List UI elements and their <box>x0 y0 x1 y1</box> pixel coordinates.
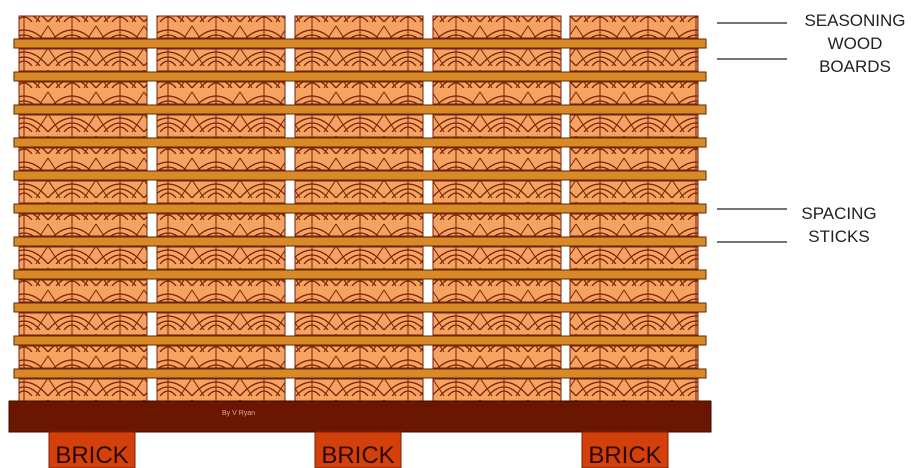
spacing-stick <box>14 303 706 312</box>
boards-label-line-3: BOARDS <box>819 57 891 76</box>
wood-board <box>157 82 285 104</box>
wood-board <box>433 379 561 401</box>
wood-board <box>433 115 561 137</box>
wood-board <box>295 148 423 170</box>
spacing-stick <box>14 171 706 180</box>
sticks-label: SPACING STICKS <box>801 204 876 246</box>
wood-board <box>295 82 423 104</box>
credit-text: By V Ryan <box>222 410 255 417</box>
wood-board <box>157 247 285 269</box>
wood-board <box>157 313 285 335</box>
wood-board <box>19 115 147 137</box>
wood-board <box>157 214 285 236</box>
spacing-stick <box>14 204 706 213</box>
wood-board <box>157 379 285 401</box>
wood-board <box>19 247 147 269</box>
brick: BRICK <box>582 432 668 468</box>
sticks-label-line-1: SPACING <box>801 204 876 223</box>
wood-board <box>295 214 423 236</box>
brick-label: BRICK <box>321 442 394 468</box>
wood-board <box>433 16 561 38</box>
wood-board <box>19 214 147 236</box>
spacing-stick <box>14 105 706 114</box>
wood-board <box>433 148 561 170</box>
wood-board <box>570 346 698 368</box>
boards-label-line-2: WOOD <box>828 34 883 53</box>
spacing-stick <box>14 39 706 48</box>
wood-board <box>157 346 285 368</box>
wood-board <box>570 313 698 335</box>
wood-board <box>157 16 285 38</box>
brick-label: BRICK <box>588 442 661 468</box>
spacing-stick <box>14 369 706 378</box>
bricks: BRICK BRICK BRICK <box>49 432 668 468</box>
brick: BRICK <box>315 432 401 468</box>
wood-board <box>295 49 423 71</box>
wood-board <box>433 214 561 236</box>
wood-board <box>19 181 147 203</box>
wood-board <box>157 115 285 137</box>
spacing-stick <box>14 237 706 246</box>
wood-board <box>19 16 147 38</box>
leader-lines <box>717 23 787 242</box>
wood-board <box>19 313 147 335</box>
boards-label-line-1: SEASONING <box>804 11 905 30</box>
wood-board <box>570 379 698 401</box>
wood-board <box>295 379 423 401</box>
base-platform <box>9 401 711 432</box>
wood-board <box>570 181 698 203</box>
wood-board <box>157 181 285 203</box>
wood-board <box>433 247 561 269</box>
spacing-stick <box>14 270 706 279</box>
wood-board <box>570 115 698 137</box>
wood-board <box>295 115 423 137</box>
wood-board <box>19 346 147 368</box>
wood-board <box>295 280 423 302</box>
wood-board <box>570 247 698 269</box>
wood-board <box>19 82 147 104</box>
boards-label: SEASONING WOOD BOARDS <box>804 11 905 76</box>
brick: BRICK <box>49 432 135 468</box>
spacing-stick <box>14 138 706 147</box>
wood-board <box>19 148 147 170</box>
wood-board <box>433 181 561 203</box>
wood-board <box>295 313 423 335</box>
wood-board <box>19 280 147 302</box>
wood-board <box>157 148 285 170</box>
spacing-stick <box>14 336 706 345</box>
wood-board <box>570 214 698 236</box>
wood-board <box>570 148 698 170</box>
wood-board <box>570 82 698 104</box>
wood-board <box>295 247 423 269</box>
wood-board <box>295 16 423 38</box>
wood-board <box>295 346 423 368</box>
wood-board <box>570 16 698 38</box>
wood-board <box>157 49 285 71</box>
wood-board <box>157 280 285 302</box>
wood-board <box>433 346 561 368</box>
wood-board <box>433 313 561 335</box>
wood-board <box>19 379 147 401</box>
wood-board <box>19 49 147 71</box>
wood-board <box>570 280 698 302</box>
wood-board <box>433 280 561 302</box>
wood-board <box>433 49 561 71</box>
wood-board <box>570 49 698 71</box>
spacing-stick <box>14 72 706 81</box>
sticks-label-line-2: STICKS <box>808 227 869 246</box>
wood-board <box>433 82 561 104</box>
brick-label: BRICK <box>55 442 128 468</box>
wood-board <box>295 181 423 203</box>
